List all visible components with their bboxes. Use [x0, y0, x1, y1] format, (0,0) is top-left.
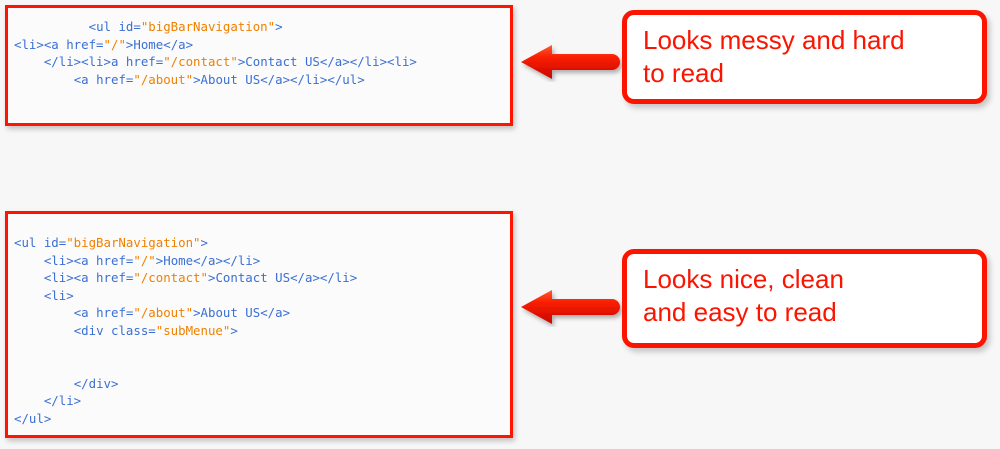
callout-clean: Looks nice, clean and easy to read — [622, 249, 987, 348]
code-block-messy: <ul id="bigBarNavigation"> <li><a href="… — [5, 5, 513, 126]
callout-messy-line-2: to read — [643, 58, 724, 88]
code-text-messy: <ul id="bigBarNavigation"> <li><a href="… — [14, 19, 417, 87]
callout-messy-line-1: Looks messy and hard — [643, 25, 905, 55]
callout-messy: Looks messy and hard to read — [622, 10, 987, 104]
callout-clean-line-2: and easy to read — [643, 297, 837, 327]
code-text-clean: <ul id="bigBarNavigation"> <li><a href="… — [14, 235, 358, 426]
arrow-left-icon-clean — [518, 287, 623, 327]
callout-clean-line-1: Looks nice, clean — [643, 264, 844, 294]
code-block-clean: <ul id="bigBarNavigation"> <li><a href="… — [5, 211, 513, 438]
arrow-left-icon-messy — [518, 42, 623, 82]
